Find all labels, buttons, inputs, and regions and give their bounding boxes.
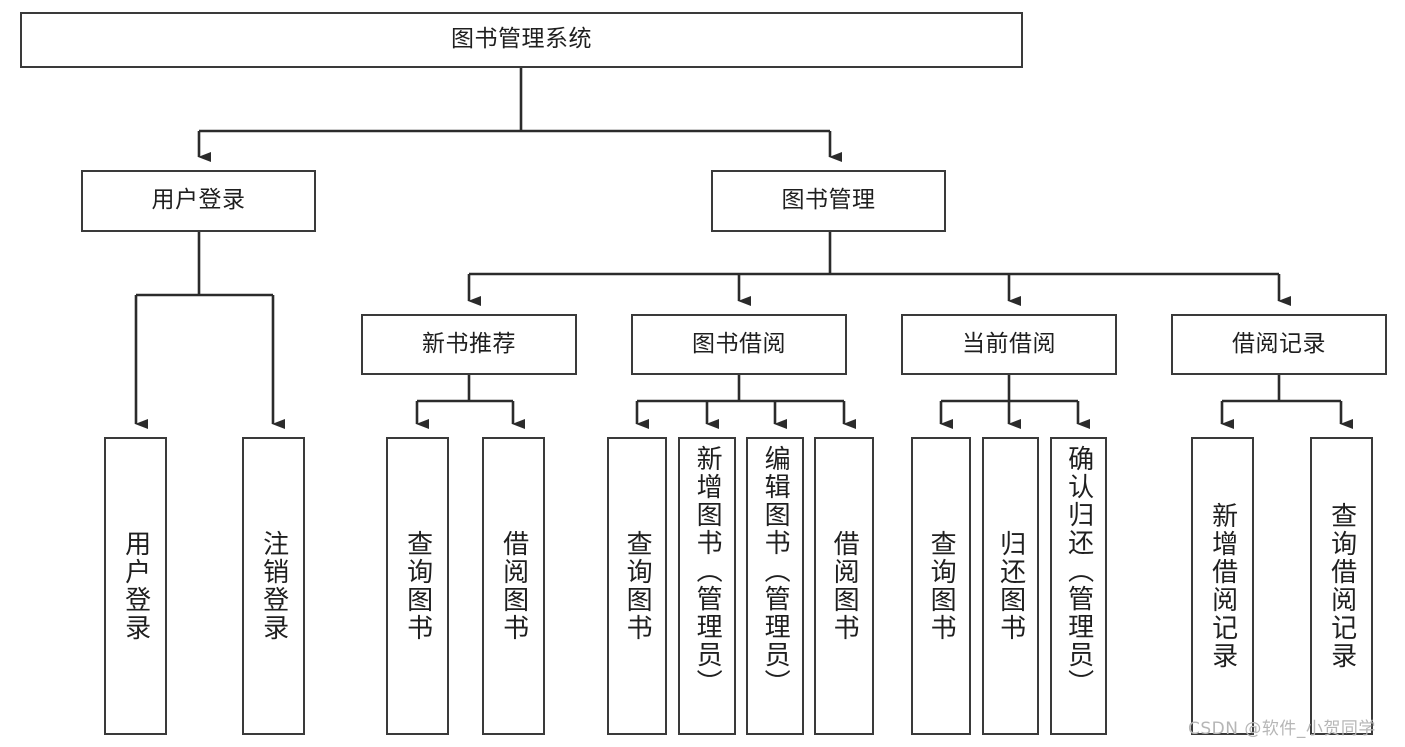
leaf-add-borrow-record[interactable]: 新增借阅记录: [1191, 437, 1254, 735]
leaf-query-book-current[interactable]: 查询图书: [911, 437, 971, 735]
node-label: 新增图书（管理员）: [692, 445, 723, 697]
node-label: 当前借阅: [962, 330, 1056, 357]
leaf-query-borrow-record[interactable]: 查询借阅记录: [1310, 437, 1373, 735]
node-book-borrow[interactable]: 图书借阅: [631, 314, 847, 375]
node-book-management[interactable]: 图书管理: [711, 170, 946, 232]
leaf-add-book-admin[interactable]: 新增图书（管理员）: [678, 437, 736, 735]
leaf-query-book-recommend[interactable]: 查询图书: [386, 437, 449, 735]
node-label: 用户登录: [120, 530, 151, 642]
csdn-watermark: CSDN @软件_小贺同学: [1188, 719, 1376, 739]
node-label: 查询图书: [926, 530, 957, 642]
leaf-logout-login[interactable]: 注销登录: [242, 437, 305, 735]
leaf-borrow-book-borrow[interactable]: 借阅图书: [814, 437, 874, 735]
node-new-book-recommend[interactable]: 新书推荐: [361, 314, 577, 375]
node-label: 用户登录: [151, 187, 246, 214]
node-label: 归还图书: [995, 530, 1026, 642]
leaf-borrow-book-recommend[interactable]: 借阅图书: [482, 437, 545, 735]
node-label: 借阅图书: [829, 530, 860, 642]
node-label: 查询借阅记录: [1326, 502, 1357, 670]
leaf-user-login[interactable]: 用户登录: [104, 437, 167, 735]
node-current-borrow[interactable]: 当前借阅: [901, 314, 1117, 375]
node-borrow-record[interactable]: 借阅记录: [1171, 314, 1387, 375]
node-label: 注销登录: [258, 530, 289, 642]
node-label: 借阅图书: [498, 530, 529, 642]
node-label: 借阅记录: [1232, 330, 1326, 357]
node-label: 新书推荐: [422, 330, 516, 357]
leaf-confirm-return-admin[interactable]: 确认归还（管理员）: [1050, 437, 1107, 735]
node-label: 图书管理: [781, 187, 876, 214]
leaf-query-book-borrow[interactable]: 查询图书: [607, 437, 667, 735]
node-label: 确认归还（管理员）: [1063, 445, 1094, 697]
leaf-return-book[interactable]: 归还图书: [982, 437, 1039, 735]
node-root-book-management-system[interactable]: 图书管理系统: [20, 12, 1023, 68]
node-label: 编辑图书（管理员）: [760, 445, 791, 697]
node-label: 新增借阅记录: [1207, 502, 1238, 670]
node-label: 查询图书: [402, 530, 433, 642]
leaf-edit-book-admin[interactable]: 编辑图书（管理员）: [746, 437, 804, 735]
node-label: 查询图书: [622, 530, 653, 642]
node-user-login[interactable]: 用户登录: [81, 170, 316, 232]
node-label: 图书借阅: [692, 330, 786, 357]
node-label: 图书管理系统: [451, 26, 592, 53]
